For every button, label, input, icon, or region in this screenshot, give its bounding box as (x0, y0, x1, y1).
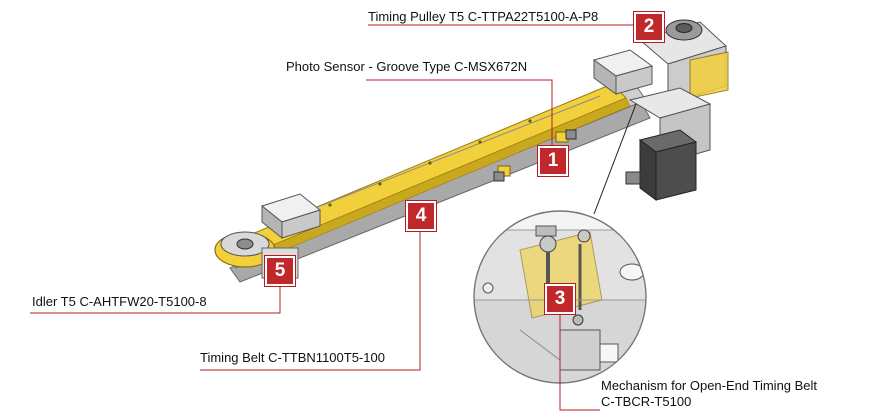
callout-label-timing-belt: Timing Belt C-TTBN1100T5-100 (200, 350, 385, 365)
right-slider (592, 49, 654, 95)
callout-label-timing-pulley: Timing Pulley T5 C-TTPA22T5100-A-P8 (368, 9, 599, 24)
leader-lines (30, 24, 634, 411)
left-slider (260, 193, 322, 240)
actuator-body (221, 79, 651, 283)
callout-badge-5: 5 (265, 256, 295, 286)
callout-badge-2: 2 (634, 12, 664, 42)
sensors (493, 129, 577, 182)
callout-badge-1: 1 (538, 146, 568, 176)
callout-badge-4: 4 (406, 201, 436, 231)
callout-label-idler: Idler T5 C-AHTFW20-T5100-8 (32, 294, 207, 309)
callout-badge-3: 3 (545, 284, 575, 314)
drive-unit (625, 19, 729, 201)
callout-label-photo-sensor: Photo Sensor - Groove Type C-MSX672N (286, 59, 528, 74)
callout-label-mechanism-line1: Mechanism for Open-End Timing Belt (601, 378, 818, 393)
callout-label-mechanism-line2: C-TBCR-T5100 (601, 394, 692, 409)
